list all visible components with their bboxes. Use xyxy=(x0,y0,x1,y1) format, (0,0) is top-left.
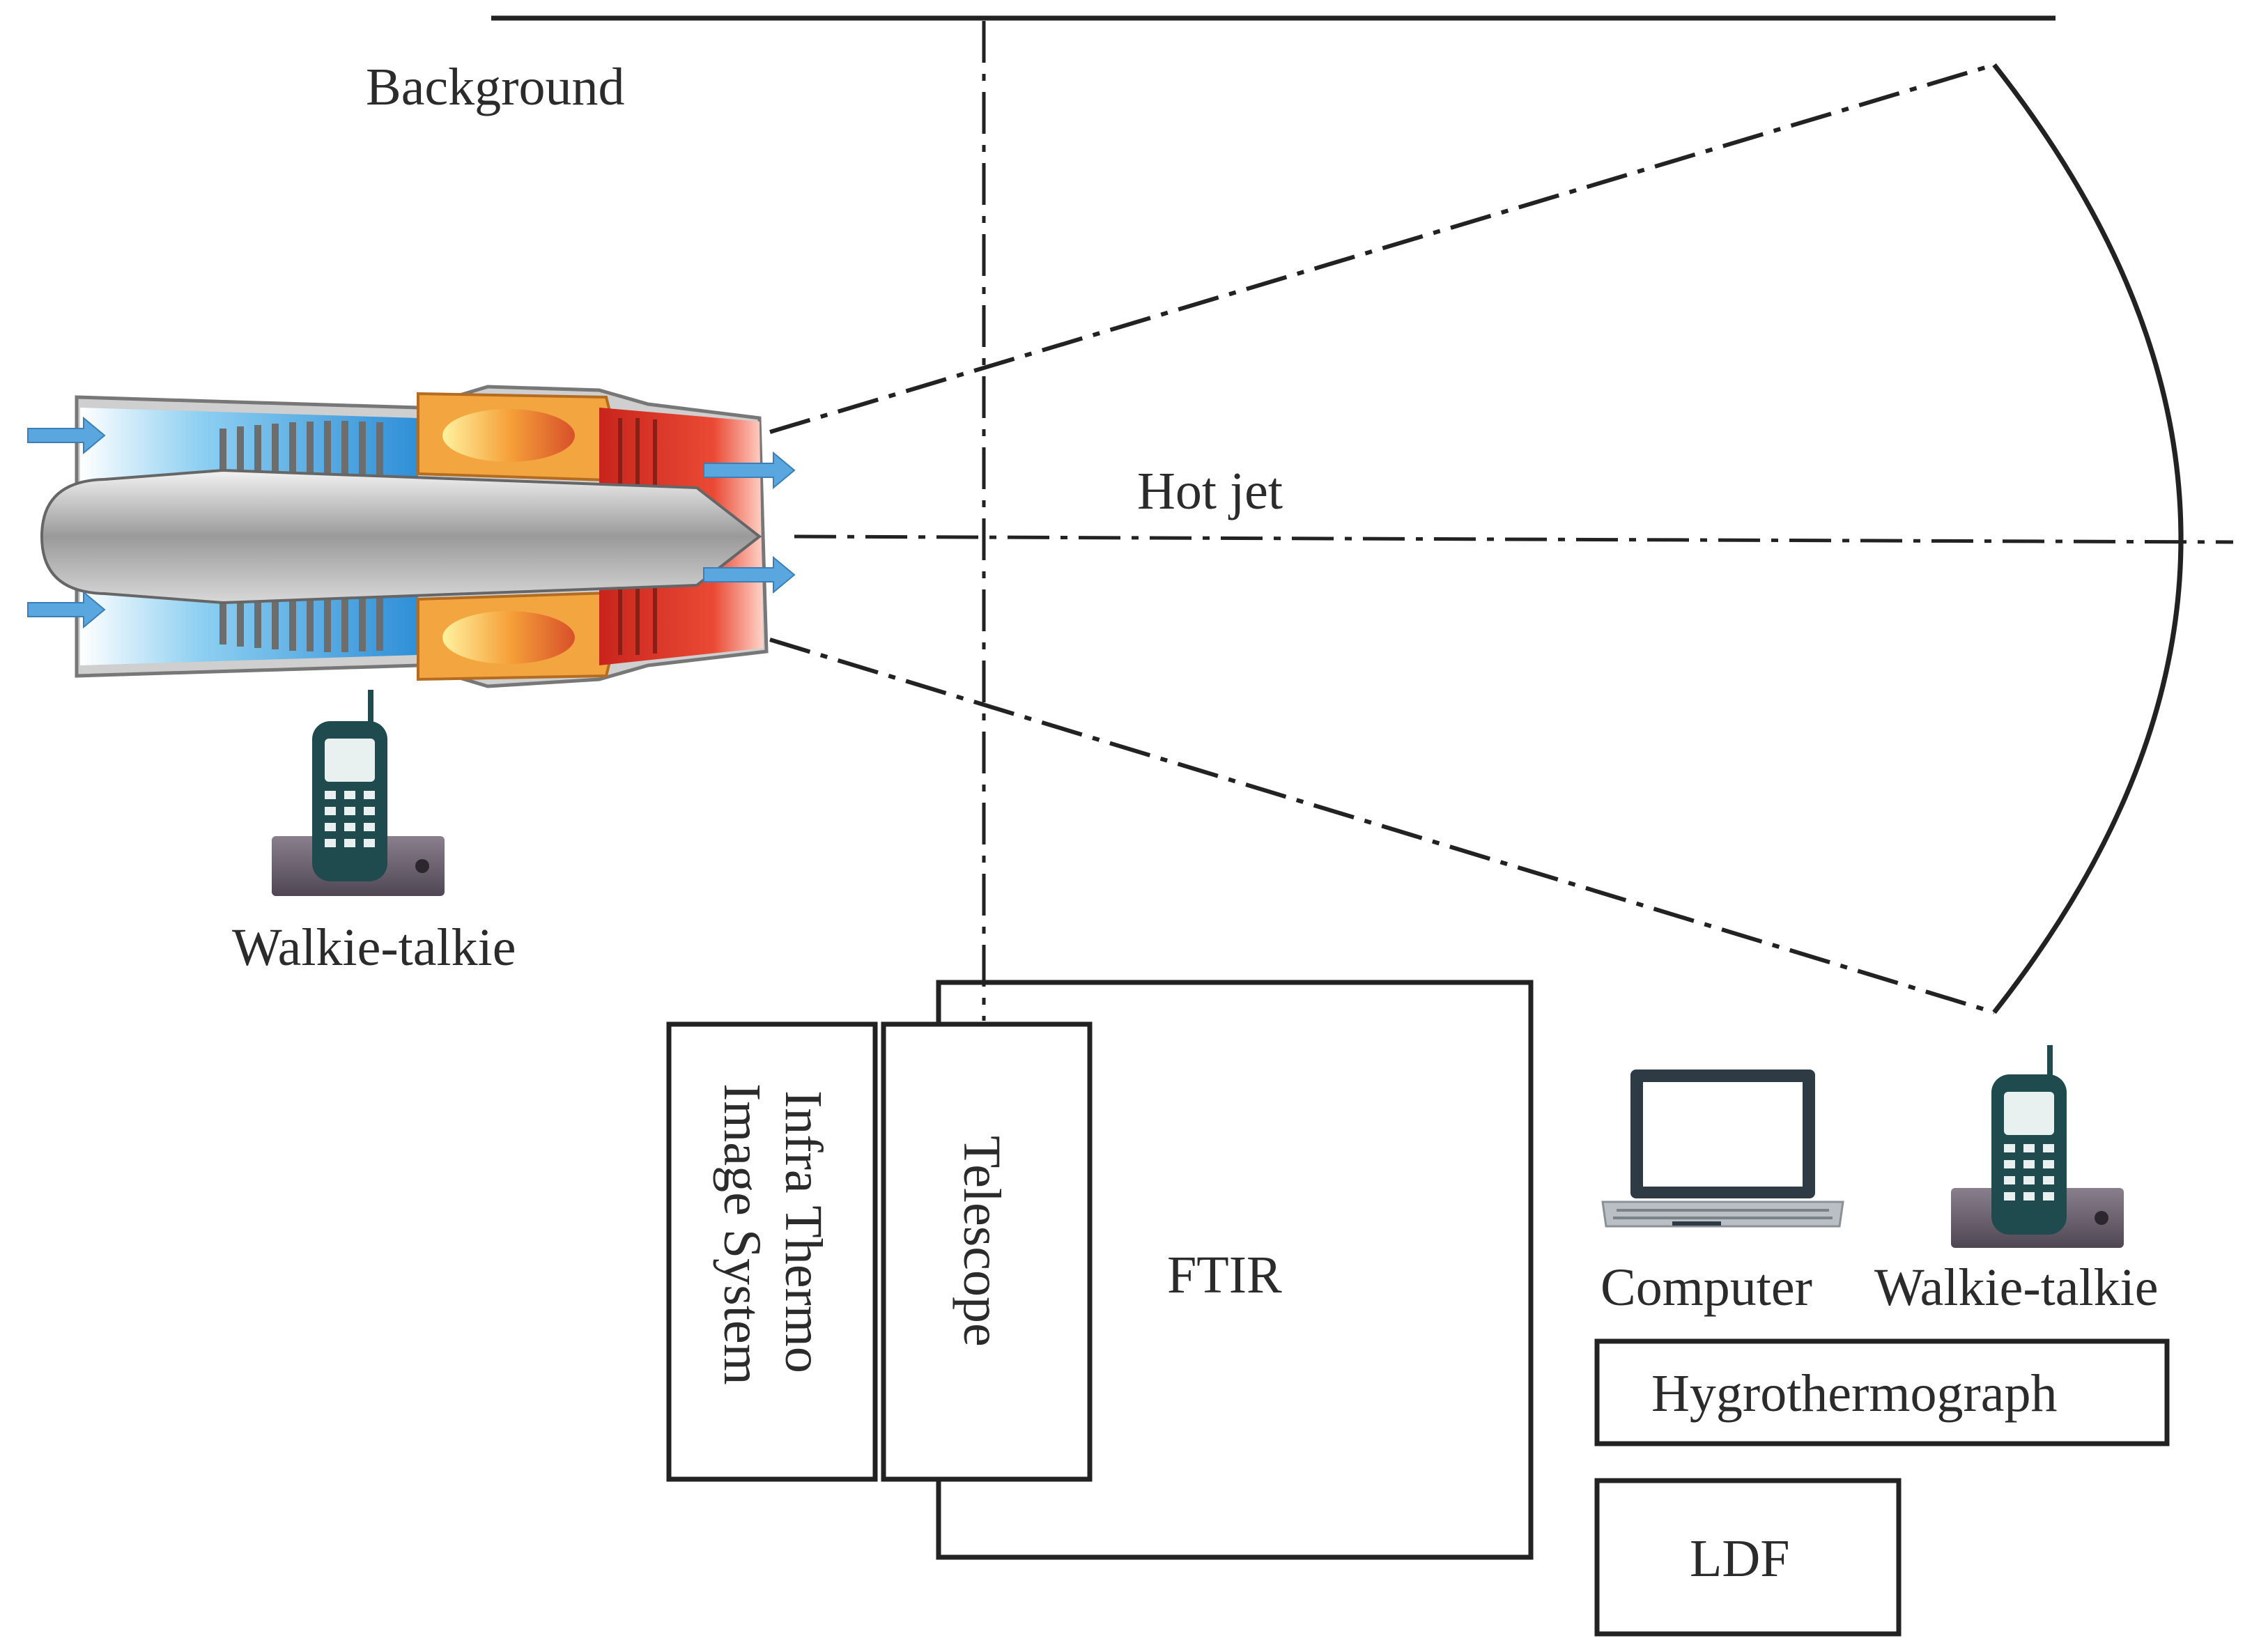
infra-thermo-box xyxy=(666,1021,878,1482)
hot-jet-label: Hot jet xyxy=(1137,462,1283,520)
infra-thermo-label-line2: Image System xyxy=(713,1083,771,1385)
hygrothermograph-label: Hygrothermograph xyxy=(1651,1364,2058,1423)
walkie-talkie-icon xyxy=(272,690,445,896)
computer-label: Computer xyxy=(1601,1258,1812,1317)
infra-thermo-label-line1: Infra Thermo xyxy=(774,1090,833,1373)
background-label: Background xyxy=(366,58,624,116)
walkie-talkie-right-label: Walkie-talkie xyxy=(1874,1258,2158,1317)
walkie-talkie-icon xyxy=(1951,1045,2124,1248)
laptop-icon xyxy=(1601,1070,1844,1228)
ldf-label: LDF xyxy=(1690,1529,1790,1588)
walkie-talkie-left-label: Walkie-talkie xyxy=(232,918,516,977)
telescope-label: Telescope xyxy=(953,1136,1011,1347)
hot-jet-plume xyxy=(769,63,2234,1014)
turbojet-engine-icon xyxy=(27,385,796,688)
telescope-box xyxy=(881,1021,1093,1482)
ldf-box xyxy=(1594,1478,1902,1637)
hygrothermograph-box xyxy=(1594,1338,2170,1446)
jet-axis-line xyxy=(794,534,2234,544)
ftir-label: FTIR xyxy=(1167,1246,1282,1304)
